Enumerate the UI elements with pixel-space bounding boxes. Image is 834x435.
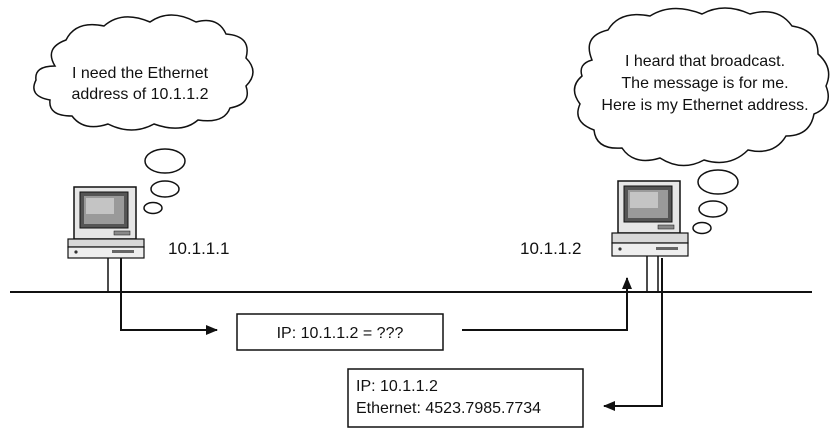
right-thought-cloud: I heard that broadcast. The message is f… xyxy=(573,7,830,167)
right-thought-trail xyxy=(692,169,739,235)
arp-reply-line-2: Ethernet: 4523.7985.7734 xyxy=(356,400,541,417)
left-thought-cloud: I need the Ethernet address of 10.1.1.2 xyxy=(33,14,254,131)
right-thought-line-1: I heard that broadcast. xyxy=(625,53,785,70)
arp-reply-arrow xyxy=(603,258,663,411)
right-host-ip-label: 10.1.1.2 xyxy=(520,239,581,258)
arp-reply-box xyxy=(347,368,584,428)
right-thought-line-3: Here is my Ethernet address. xyxy=(601,97,808,114)
left-computer-icon xyxy=(67,186,145,259)
left-thought-trail xyxy=(143,148,186,215)
arp-request-arrow-out xyxy=(462,277,632,331)
arp-request-text: IP: 10.1.1.2 = ??? xyxy=(277,325,404,342)
right-thought-line-2: The message is for me. xyxy=(621,75,788,92)
arp-request-box xyxy=(236,313,444,351)
left-thought-line-2: address of 10.1.1.2 xyxy=(72,86,209,103)
right-computer-icon xyxy=(611,180,689,257)
left-host-ip-label: 10.1.1.1 xyxy=(168,239,229,258)
left-thought-line-1: I need the Ethernet xyxy=(72,65,209,82)
arp-request-arrow-in xyxy=(120,258,218,335)
arp-reply-line-1: IP: 10.1.1.2 xyxy=(356,378,438,395)
